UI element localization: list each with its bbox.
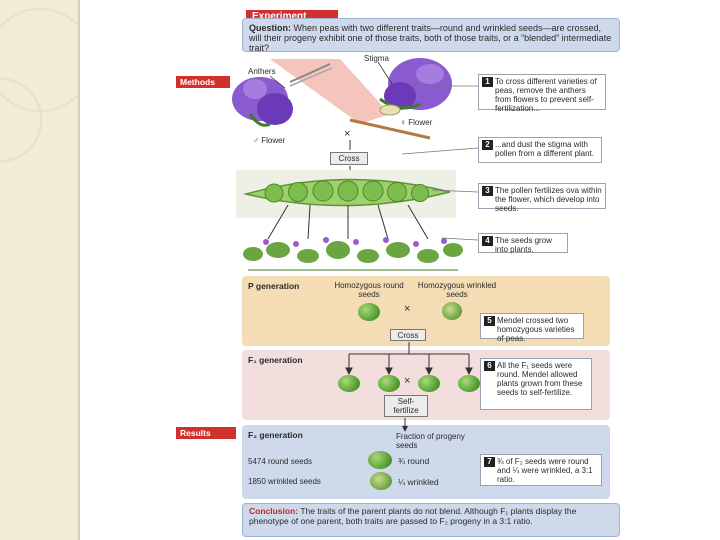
step-7-callout: 7 ¾ of F₂ seeds were round and ¼ were wr… [480, 454, 602, 486]
arrow-down-icon [402, 418, 408, 432]
p-generation-title: P generation [248, 281, 300, 291]
question-box: Question: When peas with two different t… [242, 18, 620, 53]
step-1-number: 1 [482, 77, 493, 87]
step-3-number: 3 [482, 186, 493, 196]
strip-divider [78, 0, 80, 540]
p-cross-label: Cross [390, 329, 426, 341]
f1-pea-icon [338, 375, 360, 392]
question-text: When peas with two different traits—roun… [249, 23, 612, 53]
f1-pea-icon [458, 375, 480, 392]
male-flower-label: ♂ Flower [253, 136, 286, 145]
self-fertilize-label: Self- fertilize [384, 395, 428, 417]
p-cross-symbol: × [404, 303, 411, 315]
step-7-text: ¾ of F₂ seeds were round and ¼ were wrin… [497, 457, 593, 484]
fraction-header: Fraction of progeny seeds [396, 432, 465, 450]
step-2-callout: 2 ...and dust the stigma with pollen fro… [478, 137, 602, 163]
flower-cross-illustration [230, 54, 470, 144]
f1-pea-icon [418, 375, 440, 392]
male-flower-keel [257, 93, 293, 125]
step-6-text: All the F₁ seeds were round. Mendel allo… [497, 361, 583, 397]
f2-round-pea-icon [368, 451, 392, 469]
seed-to-plant-arrows [267, 205, 429, 240]
step-4-number: 4 [482, 236, 493, 246]
stigma-label: Stigma [364, 54, 389, 63]
f2-wrinkled-count: 1850 wrinkled seeds [248, 477, 321, 486]
wrinkled-pea-icon [442, 302, 462, 320]
plants-illustration [243, 237, 463, 271]
brush [349, 118, 431, 140]
f2-wrinkled-fraction: ¼ wrinkled [398, 477, 439, 487]
p-col-wrinkled-heading: Homozygous wrinkled seeds [417, 281, 497, 299]
conclusion-box: Conclusion: The traits of the parent pla… [242, 503, 620, 537]
cross-symbol: × [344, 128, 351, 140]
step-5-callout: 5 Mendel crossed two homozygous varietie… [480, 313, 584, 343]
step-2-text: ...and dust the stigma with pollen from … [495, 140, 595, 158]
step-4-text: The seeds grow into plants. [495, 236, 552, 254]
step-1-text: To cross different varieties of peas, re… [495, 77, 597, 113]
decorative-left-strip [0, 0, 80, 540]
step-1-callout: 1 To cross different varieties of peas, … [478, 74, 606, 113]
step-7-number: 7 [484, 457, 495, 467]
step-5-number: 5 [484, 316, 495, 326]
conclusion-text: The traits of the parent plants do not b… [249, 506, 577, 526]
f2-round-count: 5474 round seeds [248, 457, 313, 466]
results-label: Results [176, 427, 236, 439]
step-6-callout: 6 All the F₁ seeds were round. Mendel al… [480, 358, 592, 410]
f2-round-fraction: ¾ round [398, 456, 430, 466]
pollen-transfer-beam [270, 59, 390, 124]
conclusion-label: Conclusion: [249, 506, 299, 516]
f1-cross-symbol: × [404, 375, 411, 387]
step-6-number: 6 [484, 361, 495, 371]
step-3-text: The pollen fertilizes ova within the flo… [495, 186, 602, 213]
p-col-round-heading: Homozygous round seeds [334, 281, 404, 299]
step-4-callout: 4 The seeds grow into plants. [478, 233, 568, 254]
methods-label: Methods [176, 76, 236, 88]
callout-pointers [402, 85, 479, 241]
f2-wrinkled-pea-icon [370, 472, 392, 490]
f1-pea-icon [378, 375, 400, 392]
f1-generation-title: F₁ generation [248, 355, 303, 365]
f2-generation-title: F₂ generation [248, 430, 303, 440]
pea-pod-illustration [236, 170, 456, 218]
experiment-figure: Experiment Question: When peas with two … [162, 0, 620, 540]
f1-branch-arrows [345, 342, 473, 376]
question-label: Question: [249, 23, 291, 33]
step-2-number: 2 [482, 140, 493, 150]
round-pea-icon [358, 303, 380, 321]
step-5-text: Mendel crossed two homozygous varieties … [497, 316, 575, 343]
anthers-label: Anthers [248, 67, 276, 76]
step-3-callout: 3 The pollen fertilizes ova within the f… [478, 183, 606, 213]
female-flower-label: ♀ Flower [400, 118, 433, 127]
cross-label: Cross [330, 152, 368, 165]
